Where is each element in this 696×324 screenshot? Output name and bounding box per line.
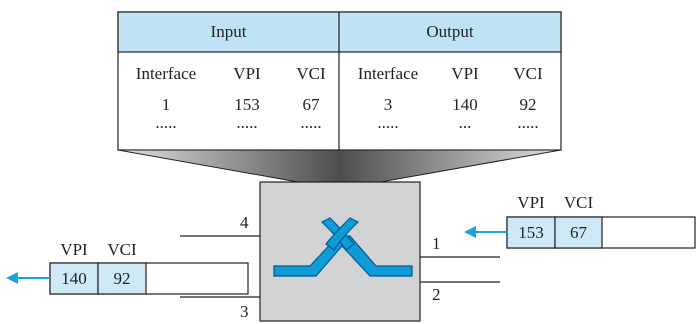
port-label-1: 1 <box>432 234 441 253</box>
row-output-interface: 3 <box>383 95 393 114</box>
row-input-vpi: 153 <box>234 95 260 114</box>
output-group-header: Output <box>426 22 474 41</box>
outgoing-cell <box>6 262 249 295</box>
ellipsis-input-vci: ..... <box>300 113 322 132</box>
outgoing-vpi-header: VPI <box>60 240 88 259</box>
ellipsis-input-vpi: ..... <box>236 113 258 132</box>
incoming-vpi-value: 153 <box>518 223 544 242</box>
row-output-vci: 92 <box>519 95 537 114</box>
outgoing-vpi-value: 140 <box>61 269 87 288</box>
col-input-interface: Interface <box>135 64 197 83</box>
port-label-2: 2 <box>432 285 441 304</box>
ellipsis-output-vpi: ... <box>458 113 472 132</box>
incoming-vci-value: 67 <box>570 223 587 242</box>
col-output-vci: VCI <box>513 64 543 83</box>
incoming-vpi-header: VPI <box>517 193 545 212</box>
table-funnel <box>117 149 562 183</box>
col-output-vpi: VPI <box>451 64 479 83</box>
port-label-4: 4 <box>240 213 249 232</box>
port-label-3: 3 <box>240 302 249 321</box>
incoming-vci-header: VCI <box>563 193 594 212</box>
row-input-interface: 1 <box>161 95 171 114</box>
row-output-vpi: 140 <box>452 95 478 114</box>
ellipsis-output-interface: ..... <box>377 113 399 132</box>
col-input-vpi: VPI <box>233 64 261 83</box>
outgoing-vpi-field <box>49 262 99 295</box>
switch-fabric <box>273 217 413 277</box>
incoming-vci-field <box>554 216 603 249</box>
col-input-vci: VCI <box>296 64 326 83</box>
outgoing-vci-field <box>97 262 147 295</box>
fabric-path <box>273 235 413 277</box>
switching-table <box>117 11 562 151</box>
ellipsis-input-interface: ..... <box>155 113 177 132</box>
input-group-header: Input <box>210 22 247 41</box>
fabric-cross-right <box>325 217 360 251</box>
incoming-arrow-head <box>464 226 476 238</box>
incoming-cell <box>464 216 696 249</box>
ellipsis-output-vci: ..... <box>517 113 539 132</box>
col-output-interface: Interface <box>357 64 419 83</box>
outgoing-arrow-head <box>6 272 18 284</box>
row-input-vci: 67 <box>302 95 320 114</box>
outgoing-vci-header: VCI <box>107 240 137 259</box>
switch-box <box>259 181 421 322</box>
outgoing-vci-value: 92 <box>113 269 131 288</box>
